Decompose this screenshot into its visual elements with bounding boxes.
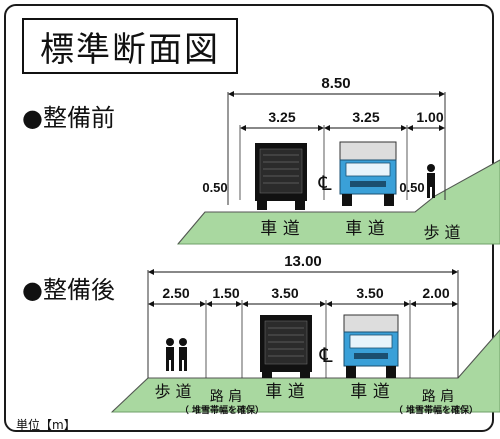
before-centerline: ℄ <box>316 171 334 195</box>
before-cross-section: 8.50 3.25 3.25 1.00 0.50 0.50 ℄ <box>176 75 500 245</box>
after-road-label-2: 路 肩 <box>210 389 242 405</box>
before-road-label-3: 歩 道 <box>423 223 460 242</box>
before-shoulder-left: 0.50 <box>202 180 227 195</box>
before-road-label-1: 車 道 <box>260 219 299 239</box>
after-note-left: （ 堆雪帯幅を確保） <box>180 404 264 416</box>
after-note-right: （ 堆雪帯幅を確保） <box>394 404 478 416</box>
after-road-label-1: 歩 道 <box>154 382 191 401</box>
before-dim-3: 1.00 <box>416 109 443 125</box>
page-title: 標準断面図 <box>22 18 238 74</box>
after-road-label-4: 車 道 <box>350 382 389 402</box>
before-road-label-2: 車 道 <box>345 219 384 239</box>
before-truck-rear <box>255 143 307 210</box>
before-section-label: ●整備前 <box>22 104 115 132</box>
after-centerline: ℄ <box>317 343 335 367</box>
after-truck-front <box>343 314 399 378</box>
before-total-dim: 8.50 <box>321 75 350 92</box>
before-truck-front <box>339 141 397 206</box>
unit-label: 単位【m】 <box>16 418 76 432</box>
after-truck-rear <box>260 315 312 378</box>
after-dim-2: 1.50 <box>212 285 239 301</box>
after-dim-3: 3.50 <box>271 285 298 301</box>
after-dim-4: 3.50 <box>356 285 383 301</box>
after-pedestrians-icon <box>166 338 187 371</box>
after-total-dim: 13.00 <box>284 253 322 270</box>
after-road-label-3: 車 道 <box>265 382 304 402</box>
after-dim-1: 2.50 <box>162 285 189 301</box>
before-dim-2: 3.25 <box>352 109 379 125</box>
after-section-label: ●整備後 <box>22 276 115 304</box>
before-shoulder-right: 0.50 <box>399 180 424 195</box>
after-dim-5: 2.00 <box>422 285 449 301</box>
after-road-label-5: 路 肩 <box>422 389 454 405</box>
before-dim-1: 3.25 <box>268 109 295 125</box>
before-pedestrian-icon <box>427 164 435 198</box>
after-cross-section: 13.00 2.50 1.50 3.50 3.50 2.00 <box>110 253 500 416</box>
